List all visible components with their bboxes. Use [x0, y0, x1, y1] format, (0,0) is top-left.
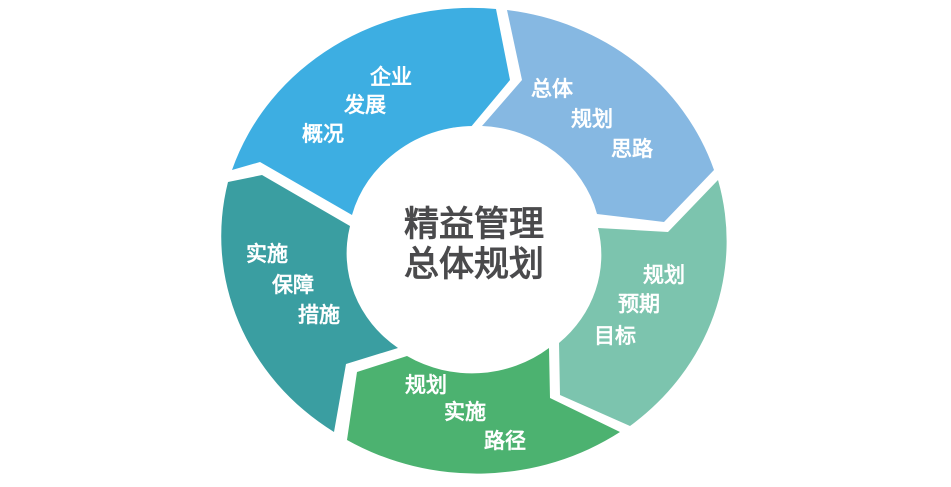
label-line: 企业 — [369, 65, 412, 89]
label-line: 措施 — [298, 303, 340, 327]
center-title-line1: 精益管理 — [404, 205, 544, 245]
label-line: 规划 — [643, 263, 685, 287]
label-enterprise-overview: 企业 发展 概况 — [302, 65, 412, 146]
segment-implementation-path — [347, 348, 620, 474]
segment-implementation-safeguards — [221, 175, 398, 432]
label-line: 路径 — [484, 429, 526, 453]
label-overall-planning-idea: 总体 规划 思路 — [531, 77, 654, 161]
label-implementation-path: 规划 实施 路径 — [405, 373, 526, 453]
label-line: 思路 — [611, 137, 654, 161]
label-line: 实施 — [246, 242, 288, 266]
segment-overall-planning-idea — [482, 10, 714, 222]
label-line: 概况 — [302, 122, 344, 146]
label-line: 发展 — [343, 93, 386, 117]
center-circle — [350, 126, 598, 360]
label-line: 实施 — [444, 400, 486, 424]
center-title-line2: 总体规划 — [404, 245, 544, 285]
segment-enterprise-overview — [232, 7, 510, 215]
segment-planning-goals — [559, 180, 727, 426]
label-line: 保障 — [271, 273, 314, 297]
label-planning-goals: 规划 预期 目标 — [594, 263, 685, 348]
label-line: 规划 — [571, 107, 613, 131]
label-line: 预期 — [618, 292, 660, 316]
label-line: 目标 — [594, 324, 636, 348]
label-line: 总体 — [531, 77, 574, 101]
label-implementation-safeguards: 实施 保障 措施 — [246, 242, 340, 327]
label-line: 规划 — [405, 373, 447, 397]
